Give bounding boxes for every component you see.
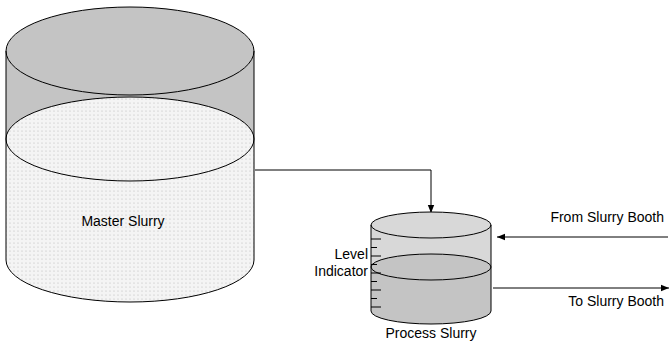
tank-wall xyxy=(6,51,254,302)
liquid-surface xyxy=(371,254,491,280)
level-tick xyxy=(371,256,381,257)
tank-name: Master Slurry xyxy=(81,213,164,230)
return-pipe xyxy=(497,237,668,238)
level-tick xyxy=(371,281,377,282)
supply-pipe xyxy=(493,288,669,289)
tank-wall xyxy=(371,225,491,324)
feed-pipe xyxy=(255,170,431,213)
level-tick xyxy=(371,307,381,308)
level-tick xyxy=(371,273,381,274)
tank-name: Process Slurry xyxy=(385,325,476,342)
tank-cylinder xyxy=(370,211,492,342)
outflow-label: To Slurry Booth xyxy=(568,293,664,310)
liquid-surface xyxy=(6,97,254,181)
master-tank: Master Slurry xyxy=(5,6,255,304)
level-tick xyxy=(371,290,381,291)
tank-top xyxy=(371,212,491,238)
level-tick xyxy=(371,264,377,265)
level-indicator-label: Level Indicator xyxy=(298,246,368,280)
level-tick xyxy=(371,239,381,240)
process-tank: Process Slurry xyxy=(370,211,492,342)
level-tick xyxy=(371,298,377,299)
inflow-label: From Slurry Booth xyxy=(550,209,664,226)
level-tick xyxy=(371,247,377,248)
tank-cylinder xyxy=(5,6,255,304)
tank-top xyxy=(6,7,254,95)
